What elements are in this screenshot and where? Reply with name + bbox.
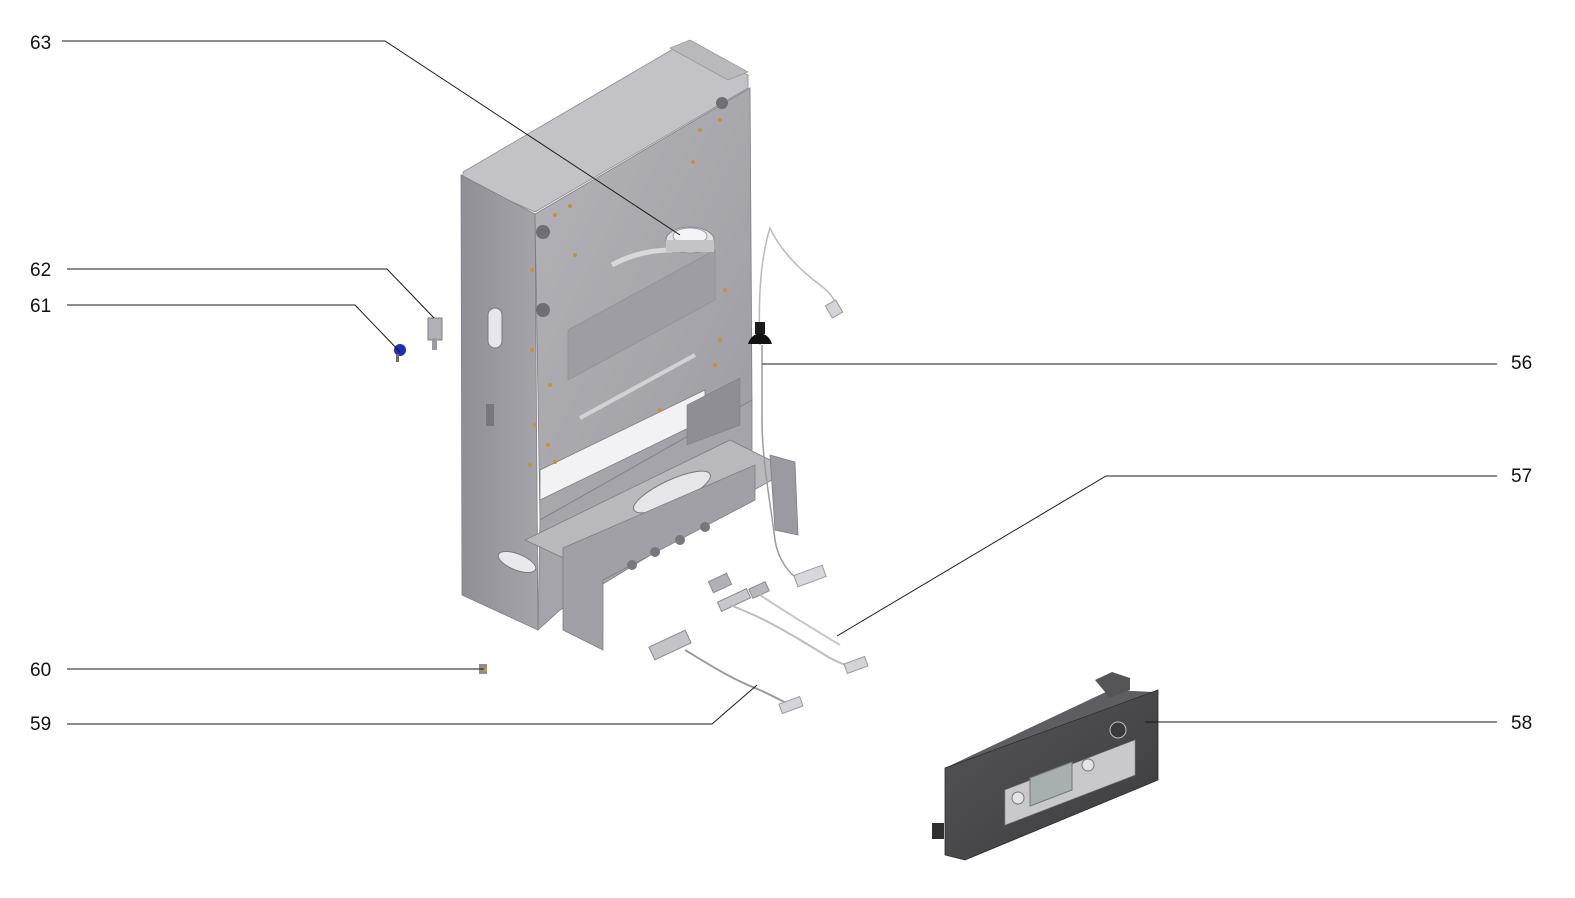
callout-63: 63	[30, 33, 52, 54]
callout-60: 60	[30, 660, 52, 681]
front-recess-1	[567, 249, 716, 381]
component-57-harness	[707, 572, 869, 675]
leader-61	[67, 304, 401, 353]
leader-lines	[62, 40, 1497, 725]
control-box-plug	[932, 823, 944, 839]
callout-62: 62	[30, 260, 52, 281]
front-hole-2	[536, 303, 550, 317]
tray-right-wall	[769, 454, 799, 536]
front-hole-1	[536, 225, 550, 239]
side-slot-mid	[486, 404, 494, 426]
callout-61: 61	[30, 296, 52, 317]
control-box-lock	[1109, 721, 1127, 739]
control-box-knob-right	[1081, 758, 1095, 772]
component-59-cable	[648, 629, 804, 715]
leader-57	[836, 475, 1497, 637]
component-62-bracket	[427, 317, 443, 350]
side-slot-upper	[487, 307, 503, 349]
leader-59	[67, 684, 758, 725]
callout-57: 57	[1511, 466, 1533, 487]
callout-59: 59	[30, 714, 52, 735]
side-slot-lower	[497, 550, 537, 574]
control-box-screen	[1029, 761, 1073, 807]
tray-ports	[627, 522, 710, 570]
component-56-cable	[748, 225, 844, 588]
component-61-blue-fitting	[394, 344, 406, 362]
component-58-control-box	[932, 672, 1159, 861]
base-tray	[524, 377, 799, 651]
callout-58: 58	[1511, 713, 1533, 734]
front-rail	[579, 353, 696, 420]
callout-56: 56	[1511, 353, 1533, 374]
panel-bolts	[528, 118, 727, 602]
tray-front-wall	[562, 464, 756, 651]
component-63-ring	[610, 226, 715, 268]
front-hole-3	[716, 97, 728, 109]
tray-inner-box	[686, 377, 741, 446]
control-box-knob-left	[1011, 791, 1025, 805]
control-box-step	[1095, 672, 1130, 698]
leader-63	[62, 40, 681, 236]
panel-top-flange	[669, 39, 749, 81]
leader-62	[67, 268, 435, 319]
